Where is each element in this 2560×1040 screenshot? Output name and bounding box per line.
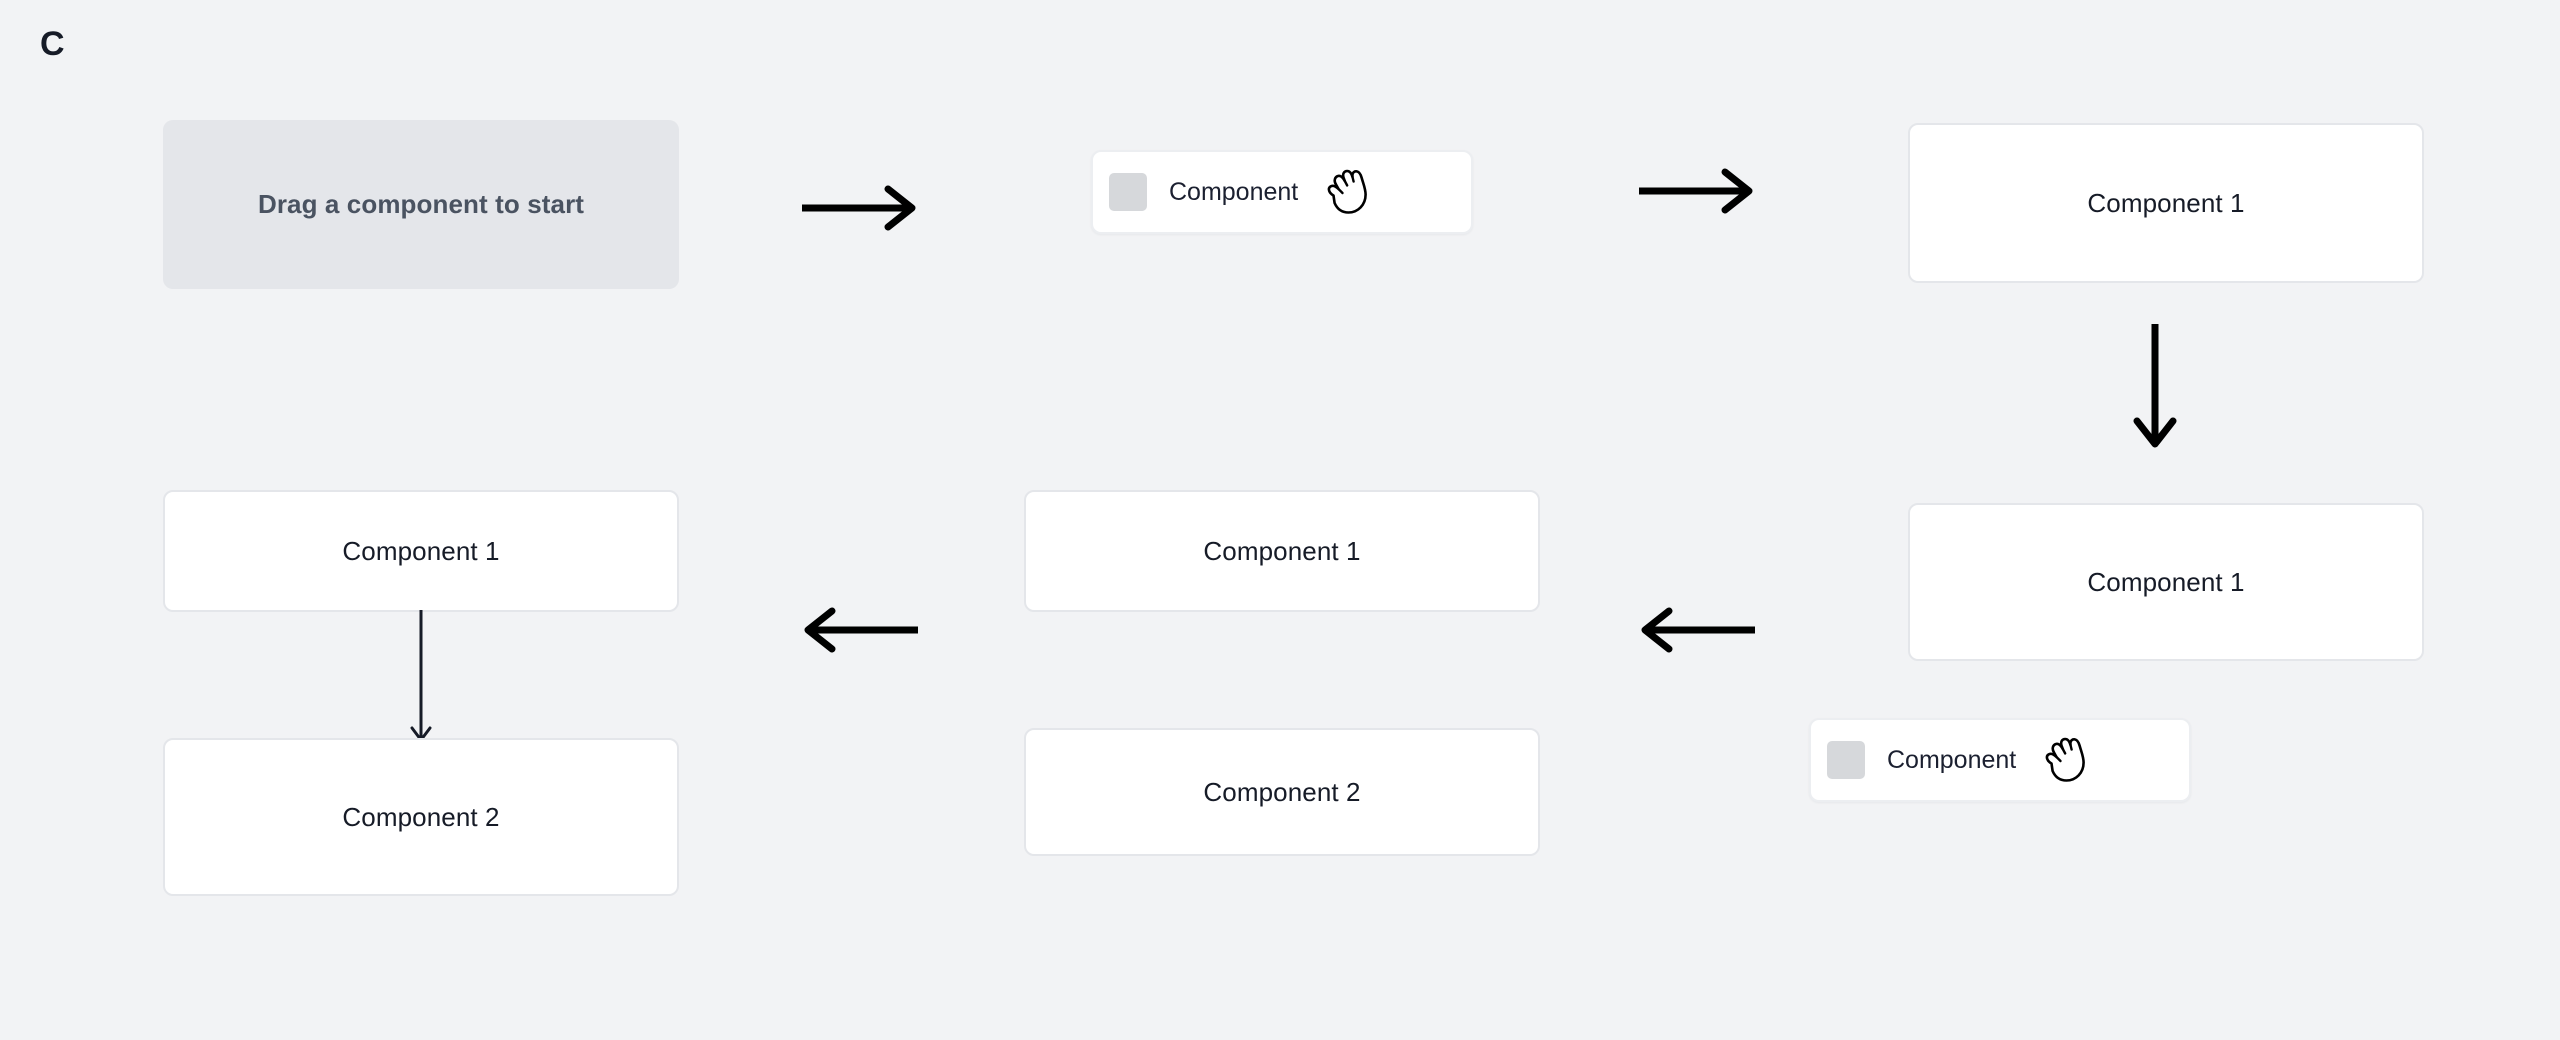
component-card-step5-top[interactable]: Component 1 <box>1024 490 1540 612</box>
card-label: Component 1 <box>342 535 500 566</box>
component-thumbnail-icon <box>1827 741 1865 779</box>
component-thumbnail-icon <box>1109 173 1147 211</box>
chip-label: Component <box>1169 177 1299 206</box>
arrow-left-bottom-2 <box>800 605 920 655</box>
card-label: Component 2 <box>1203 776 1361 807</box>
arrow-right-top-1 <box>800 183 920 233</box>
component-card-step3[interactable]: Component 1 <box>1908 123 2424 283</box>
arrow-left-bottom-1 <box>1637 605 1757 655</box>
chip-label: Component <box>1887 745 2017 774</box>
component-card-step4[interactable]: Component 1 <box>1908 503 2424 661</box>
card-label: Component 1 <box>2087 566 2245 597</box>
dropzone-label: Drag a component to start <box>257 189 585 219</box>
card-label: Component 1 <box>1203 535 1361 566</box>
card-label: Component 1 <box>2087 187 2245 218</box>
component-drag-chip-1[interactable]: Component <box>1091 150 1473 234</box>
component-card-step6-bottom[interactable]: Component 2 <box>163 738 679 896</box>
connector-component1-to-component2 <box>404 610 438 746</box>
panel-label: C <box>40 25 65 63</box>
arrow-down-right <box>2130 322 2180 452</box>
dropzone-drag-to-start[interactable]: Drag a component to start <box>163 120 679 289</box>
grabbing-hand-cursor-icon <box>2038 732 2094 788</box>
card-label: Component 2 <box>342 801 500 832</box>
component-card-step6-top[interactable]: Component 1 <box>163 490 679 612</box>
arrow-right-top-2 <box>1637 166 1757 216</box>
grabbing-hand-cursor-icon <box>1320 164 1376 220</box>
component-card-step5-bottom[interactable]: Component 2 <box>1024 728 1540 856</box>
component-drag-chip-2[interactable]: Component <box>1809 718 2191 802</box>
